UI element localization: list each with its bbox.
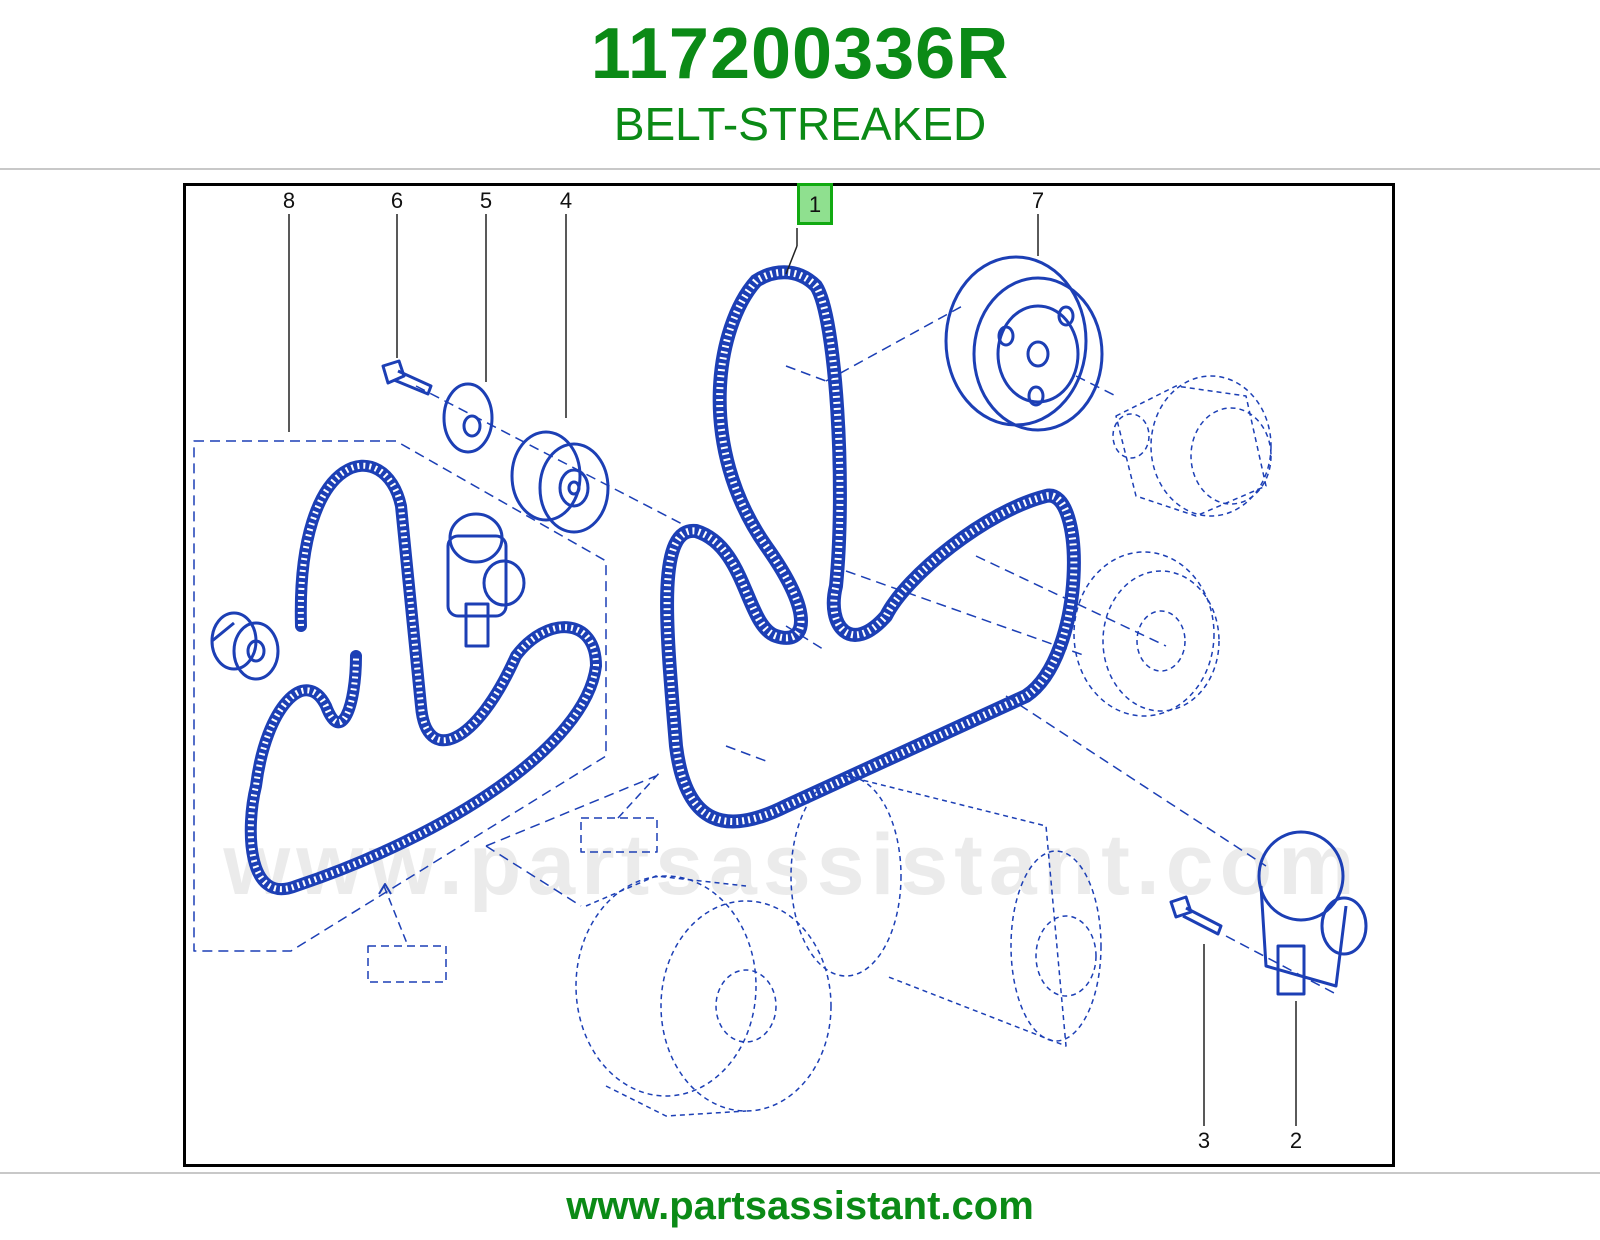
idler-pulley-icon bbox=[510, 430, 610, 534]
footer-url[interactable]: www.partsassistant.com bbox=[566, 1184, 1034, 1228]
tensioner-bolt-icon bbox=[1169, 895, 1223, 936]
header-divider bbox=[0, 168, 1600, 170]
callout-3: 3 bbox=[1198, 1128, 1210, 1153]
kit-tensioner-icon bbox=[446, 512, 526, 648]
header: 117200336R BELT-STREAKED bbox=[0, 0, 1600, 168]
pump-pulley-icon bbox=[944, 255, 1104, 432]
streaked-belt-drawing bbox=[660, 265, 1081, 829]
callout-7: 7 bbox=[1032, 188, 1044, 213]
power-steering-pump-icon bbox=[1112, 375, 1272, 517]
bolt-icon bbox=[381, 359, 433, 396]
diagram-drawing: 8 6 5 4 7 3 2 bbox=[193, 188, 1368, 1153]
washer-icon bbox=[442, 382, 494, 454]
kit-belt bbox=[244, 459, 602, 895]
alternator-icon bbox=[575, 875, 832, 1117]
callout-1: 1 bbox=[809, 192, 821, 217]
ac-compressor-icon bbox=[790, 775, 1102, 1047]
kit-idler-pulley-icon bbox=[210, 611, 280, 681]
callout-5: 5 bbox=[480, 188, 492, 213]
tensioner-icon bbox=[1257, 830, 1368, 996]
parts-diagram: www.partsassistant.com bbox=[183, 183, 1395, 1167]
callout-8: 8 bbox=[283, 188, 295, 213]
callout-2: 2 bbox=[1290, 1128, 1302, 1153]
crank-pulley-icon bbox=[1073, 551, 1220, 717]
part-number: 117200336R bbox=[590, 14, 1010, 94]
footer-divider bbox=[0, 1172, 1600, 1174]
callout-1-highlight[interactable]: 1 bbox=[797, 183, 833, 225]
callout-4: 4 bbox=[560, 188, 572, 213]
callout-6: 6 bbox=[391, 188, 403, 213]
part-name: BELT-STREAKED bbox=[613, 98, 987, 150]
kit-outline bbox=[193, 440, 607, 952]
